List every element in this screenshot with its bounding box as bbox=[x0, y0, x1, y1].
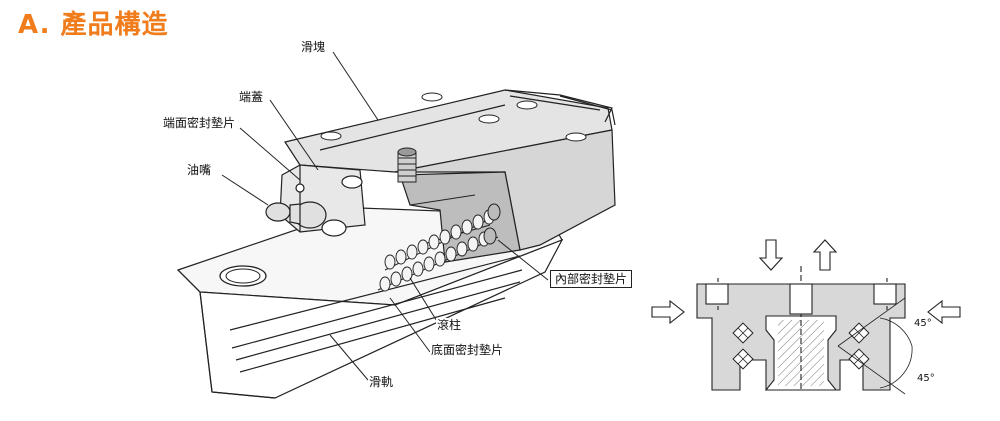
slider-block bbox=[284, 89, 616, 263]
block-bolt-hole bbox=[516, 100, 538, 110]
cross-section bbox=[696, 266, 906, 392]
label-inner-seal: 內部密封墊片 bbox=[550, 270, 633, 288]
grease-nipple bbox=[265, 201, 347, 237]
roller-row-lower bbox=[379, 231, 490, 292]
lube-screw bbox=[397, 147, 417, 183]
arrow-down bbox=[758, 239, 784, 271]
block-bolt-hole bbox=[320, 131, 342, 141]
arrow-right bbox=[651, 299, 685, 325]
load-arrows bbox=[651, 239, 961, 325]
label-roller: 滾柱 bbox=[436, 318, 463, 332]
leader-lines bbox=[221, 51, 549, 381]
arrow-up bbox=[812, 239, 838, 271]
angle-upper: 45° bbox=[914, 318, 932, 329]
angle-lower: 45° bbox=[917, 373, 935, 384]
label-slider: 滑塊 bbox=[300, 40, 327, 54]
label-grease-nipple: 油嘴 bbox=[186, 163, 213, 177]
label-bottom-seal: 底面密封墊片 bbox=[430, 343, 505, 357]
block-bolt-hole bbox=[565, 132, 587, 142]
section-title: A. 產品構造 bbox=[18, 10, 169, 40]
label-end-seal: 端面密封墊片 bbox=[162, 116, 237, 130]
block-bolt-hole bbox=[478, 114, 500, 124]
label-end-cap: 端蓋 bbox=[238, 90, 265, 104]
label-rail: 滑軌 bbox=[368, 375, 395, 389]
block-bolt-hole bbox=[421, 92, 443, 102]
arrow-left bbox=[927, 299, 961, 325]
